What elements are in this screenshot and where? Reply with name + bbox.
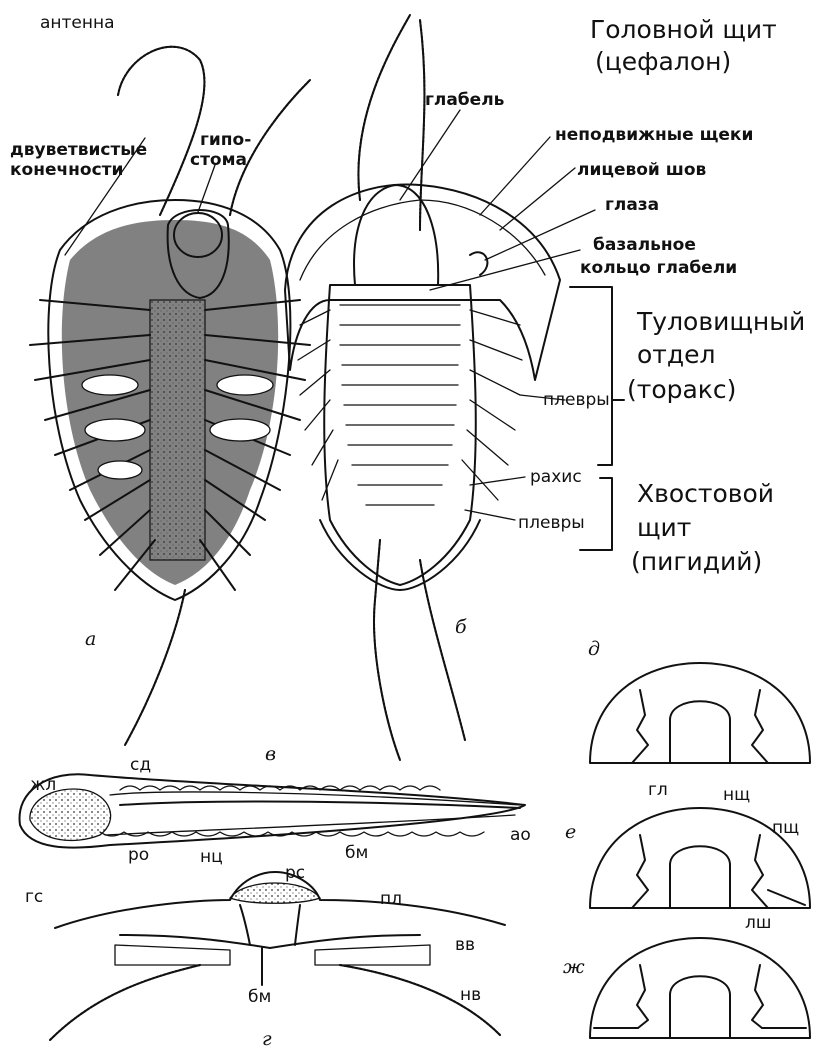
- label-basal-ring-line2: кольцо глабели: [580, 258, 737, 278]
- pygidium-bracket: [580, 478, 612, 550]
- label-basal-ring-line1: базальное: [593, 235, 696, 255]
- panel-letter-a: а: [85, 628, 96, 650]
- dorsal-view-drawing: [285, 15, 560, 760]
- heading-thorax-line1: Туловищный: [636, 307, 805, 336]
- heading-pygidium-line3: (пигидий): [631, 547, 762, 576]
- label-pleura-lower: плевры: [518, 513, 585, 533]
- heading-cephalon-line2: (цефалон): [595, 47, 731, 76]
- label-hypostome-line2: стома: [190, 150, 247, 170]
- longitudinal-section-drawing: [20, 774, 525, 847]
- heading-pygidium-line1: Хвостовой: [637, 479, 774, 508]
- label-nts: нц: [200, 847, 223, 867]
- label-nv: нв: [460, 985, 481, 1005]
- heading-thorax-line2: отдел: [637, 340, 716, 369]
- label-bm2: бм: [248, 987, 271, 1007]
- label-zhl: жл: [30, 775, 56, 795]
- cross-section-drawing: [50, 872, 505, 1040]
- label-lsh: лш: [745, 913, 771, 933]
- label-biramous-line1: двуветвистые: [10, 140, 147, 160]
- label-vv: вв: [455, 935, 475, 955]
- thorax-bracket: [570, 287, 624, 465]
- label-glabella: глабель: [425, 90, 504, 110]
- label-nshch: нщ: [723, 785, 750, 805]
- label-gs: гс: [25, 887, 43, 907]
- label-ao: ао: [510, 825, 531, 845]
- cephalon-diagram-d: [590, 663, 810, 763]
- panel-letter-v: в: [265, 743, 276, 765]
- label-biramous-line2: конечности: [10, 160, 123, 180]
- panel-letter-d: д: [588, 638, 600, 660]
- heading-cephalon-line1: Головной щит: [590, 15, 777, 44]
- label-pshch: пщ: [772, 818, 799, 838]
- heading-pygidium-line2: щит: [637, 513, 691, 542]
- panel-letter-g: г: [262, 1028, 272, 1050]
- panel-letter-e: е: [565, 821, 576, 843]
- label-hypostome-line1: гипо-: [200, 130, 251, 150]
- label-antenna: антенна: [40, 13, 115, 33]
- label-pleura-upper: плевры: [543, 390, 610, 410]
- label-ro: ро: [128, 845, 149, 865]
- label-fixed-cheeks: неподвижные щеки: [555, 125, 753, 145]
- label-eyes: глаза: [605, 195, 659, 215]
- label-rs: рс: [285, 863, 305, 883]
- panel-letter-b: б: [455, 616, 467, 638]
- panel-letter-zh: ж: [563, 956, 585, 978]
- label-bm: бм: [345, 843, 368, 863]
- label-facial-suture: лицевой шов: [577, 160, 706, 180]
- label-pl: пл: [380, 889, 402, 909]
- label-sd: сд: [130, 755, 151, 775]
- label-gl: гл: [648, 780, 668, 800]
- heading-thorax-line3: (торакс): [627, 375, 736, 404]
- cephalon-diagram-zh: [590, 938, 810, 1038]
- label-rachis: рахис: [530, 467, 582, 487]
